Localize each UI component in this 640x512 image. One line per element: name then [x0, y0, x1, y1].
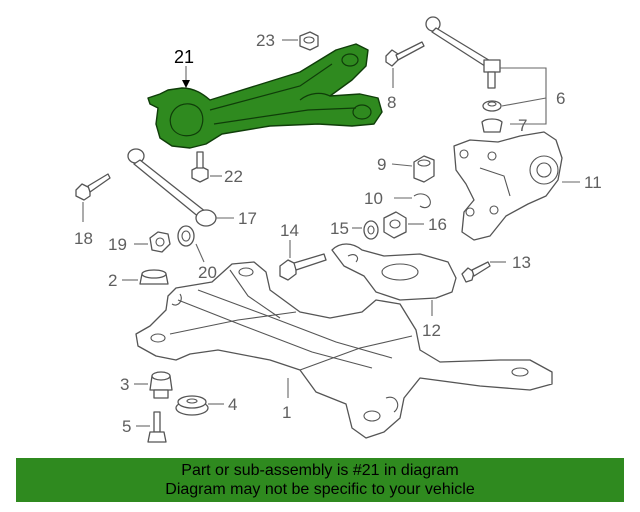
callout-10[interactable]: 10: [364, 189, 383, 208]
arrow-21: [182, 80, 190, 88]
callout-15[interactable]: 15: [330, 219, 349, 238]
part-5-bolt[interactable]: [147, 411, 167, 443]
callout-11[interactable]: 11: [584, 173, 602, 192]
part-20-washer[interactable]: [177, 225, 195, 247]
callout-1[interactable]: 1: [282, 403, 291, 422]
callout-2[interactable]: 2: [108, 271, 117, 290]
part-16-nut[interactable]: [383, 211, 407, 239]
callout-21[interactable]: 21: [174, 47, 194, 67]
callout-22[interactable]: 22: [224, 167, 243, 186]
callout-19[interactable]: 19: [108, 235, 127, 254]
part-10-clip[interactable]: [413, 193, 431, 209]
callout-13[interactable]: 13: [512, 253, 531, 272]
callout-4[interactable]: 4: [228, 395, 237, 414]
part-14-bolt[interactable]: [279, 253, 327, 281]
part-6-bushing[interactable]: [482, 100, 502, 112]
part-9-nut[interactable]: [413, 155, 435, 183]
part-4-bushing[interactable]: [175, 395, 209, 416]
part-23-nut[interactable]: [299, 31, 319, 51]
part-1-subframe[interactable]: [135, 261, 553, 439]
part-7-bushing[interactable]: [481, 118, 503, 133]
banner-line-1: Part or sub-assembly is #21 in diagram: [181, 462, 459, 479]
banner-line-2: Diagram may not be specific to your vehi…: [165, 481, 475, 498]
callout-7[interactable]: 7: [518, 116, 527, 135]
part-3-mount[interactable]: [149, 371, 173, 399]
callout-5[interactable]: 5: [122, 417, 131, 436]
part-8-bolt[interactable]: [385, 41, 425, 67]
callout-17[interactable]: 17: [238, 209, 257, 228]
callout-20[interactable]: 20: [198, 263, 217, 282]
callout-8[interactable]: 8: [387, 93, 396, 112]
leader-6: [500, 67, 547, 125]
part-17-link[interactable]: [127, 148, 217, 227]
callout-16[interactable]: 16: [428, 215, 447, 234]
leader-6b: [501, 97, 547, 107]
part-6-link[interactable]: [425, 16, 501, 89]
callout-9[interactable]: 9: [377, 155, 386, 174]
callout-3[interactable]: 3: [120, 375, 129, 394]
callout-18[interactable]: 18: [74, 229, 93, 248]
leader-9: [391, 163, 413, 167]
part-22-bolt[interactable]: [191, 151, 209, 183]
part-15-washer[interactable]: [363, 220, 379, 240]
callout-23[interactable]: 23: [256, 31, 275, 50]
callout-12[interactable]: 12: [422, 321, 441, 340]
callout-14[interactable]: 14: [280, 221, 299, 240]
part-2-mount[interactable]: [139, 269, 169, 285]
part-21-upper-arm[interactable]: [147, 43, 383, 149]
leader-20: [195, 243, 205, 263]
part-13-bolt[interactable]: [461, 261, 491, 283]
part-12-lower-arm[interactable]: [331, 243, 457, 301]
part-19-nut[interactable]: [149, 231, 171, 253]
part-11-knuckle[interactable]: [453, 131, 563, 241]
callout-6[interactable]: 6: [556, 89, 565, 108]
rear-suspension-diagram: 21 23 8 6 7 9 11 10 15 16 14 13 12 22 17…: [74, 16, 602, 443]
part-18-bolt[interactable]: [75, 173, 111, 201]
diagram-notice-banner: Part or sub-assembly is #21 in diagram D…: [16, 458, 624, 502]
